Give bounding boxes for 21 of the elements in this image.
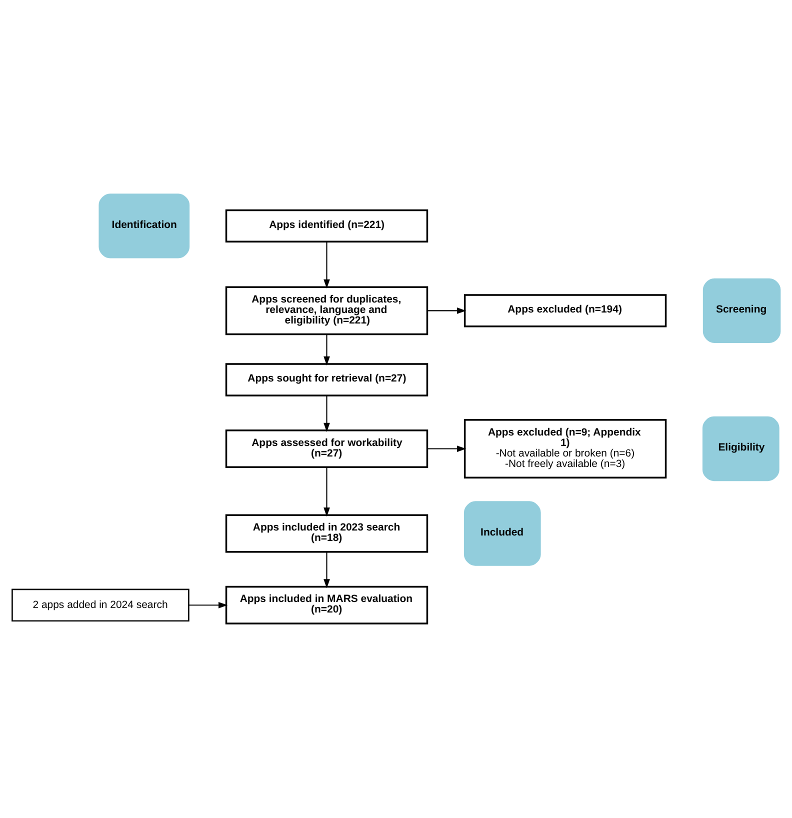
node-box: Identification bbox=[98, 194, 190, 258]
arrow bbox=[324, 396, 330, 432]
node-box: Apps sought for retrieval (n=27) bbox=[225, 363, 428, 396]
arrow bbox=[188, 602, 228, 608]
node-box: Eligibility bbox=[702, 416, 780, 482]
node-box: 2 apps added in 2024 search bbox=[12, 588, 190, 622]
node-box: Apps identified (n=221) bbox=[225, 209, 428, 243]
node-box: Apps included in MARS evaluation (n=20) bbox=[225, 586, 428, 624]
node-box: Screening bbox=[702, 278, 781, 344]
arrow bbox=[324, 242, 330, 288]
arrow bbox=[324, 552, 330, 588]
arrow bbox=[324, 334, 330, 366]
node-box: Apps excluded (n=9; Appendix 1) -Not available or broken (n=6) -Not freely available (n=3) bbox=[464, 419, 667, 478]
arrow bbox=[324, 467, 330, 517]
node-box: Included bbox=[464, 501, 541, 566]
node-box: Apps included in 2023 search (n=18) bbox=[225, 514, 428, 553]
arrow bbox=[427, 308, 466, 314]
arrow bbox=[427, 446, 466, 452]
node-box: Apps excluded (n=194) bbox=[464, 294, 667, 328]
node-box: Apps assessed for workability (n=27) bbox=[225, 430, 428, 468]
node-box: Apps screened for duplicates, relevance, language and eligibility (n=221) bbox=[225, 286, 428, 336]
